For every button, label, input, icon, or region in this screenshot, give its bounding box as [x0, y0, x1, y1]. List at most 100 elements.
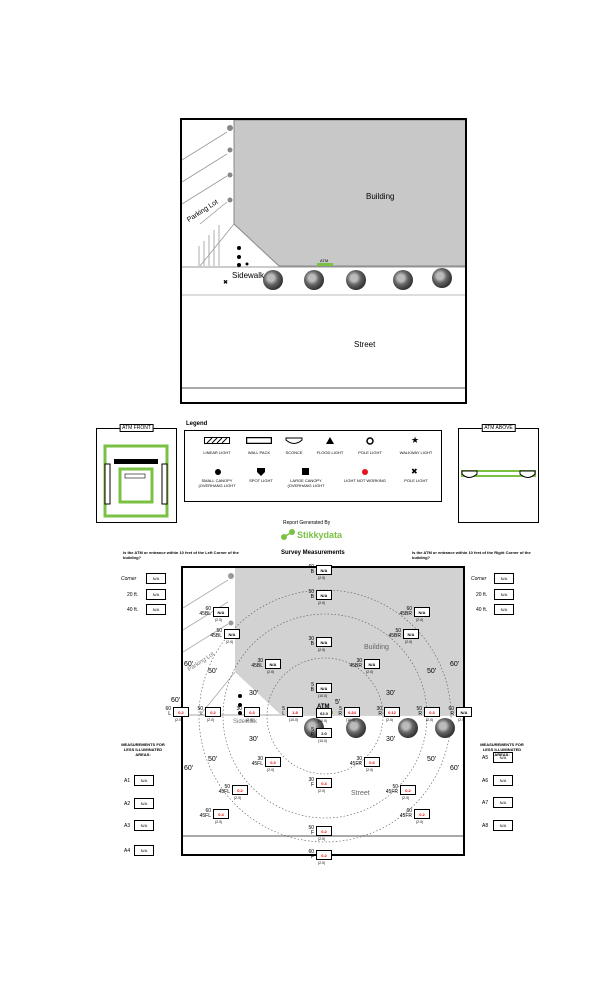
measurement-60fl: 0.4 [213, 809, 229, 819]
left-40ft-label: 40 ft. [127, 607, 139, 613]
left-less-lit-title: MEASUREMENTS FOR LESS ILLUMINATED AREAS: [121, 742, 165, 757]
measurement-50l: 0.2 [205, 707, 221, 717]
left-20ft-value: N/A [146, 589, 166, 600]
measurement-60l: 0.2 [173, 707, 189, 717]
ring-distance-label: 60' [450, 661, 460, 668]
measurement-50f: 0.2 [316, 826, 332, 836]
survey-street-label: Street [351, 790, 370, 797]
measurement-sub-30l: (2.0) [246, 718, 254, 722]
left-area-label: A3 [124, 823, 131, 829]
legend: LINEAR LIGHT WALL PACK SCONCE FLOOD LIGH… [184, 430, 442, 502]
spot-light-icon [257, 468, 265, 476]
legend-label-pole-light-x: POLE LIGHT [404, 478, 428, 483]
ring-distance-label: 30' [386, 736, 396, 743]
measurement-30l: 0.3 [244, 707, 260, 717]
survey-sidewalk-label: Sidewalk [233, 719, 258, 725]
measurement-sub-60fr: (2.0) [416, 820, 424, 824]
building-shape [233, 120, 465, 267]
right-area-value: N/A [493, 820, 513, 831]
ring-distance-label: 5' [335, 699, 341, 706]
right-area-label: A7 [482, 800, 489, 806]
legend-label-wall-pack: WALL PACK [247, 450, 271, 455]
right-area-value: N/A [493, 752, 513, 763]
measurement-30r: 0.12 [384, 707, 400, 717]
right-area-label: A8 [482, 823, 489, 829]
large-canopy-icon [302, 468, 309, 475]
measurement-60fr: 0.2 [414, 809, 430, 819]
atm-label: ATM [320, 258, 329, 263]
measurement-50br: N/A [403, 629, 419, 639]
ring-distance-label: 30' [249, 736, 259, 743]
atm-front-panel: ATM FRONT [96, 424, 177, 523]
measurement-sub-30fr: (2.0) [366, 768, 374, 772]
legend-label-walkway-light: WALKWAY LIGHT [399, 450, 433, 455]
survey-atm-label: ATM [317, 704, 330, 710]
measurement-30br: N/A [364, 659, 380, 669]
pole-light-x-icon: ✖ [223, 279, 228, 286]
measurement-5f: 2.0 [316, 728, 332, 738]
survey-title: Survey Measurements [281, 550, 345, 556]
measurement-sub-50fr: (2.0) [402, 796, 410, 800]
measurement-30bl: N/A [265, 659, 281, 669]
atm-marker [317, 263, 333, 266]
ring-distance-label: 30' [249, 690, 259, 697]
wall-pack-icon [246, 437, 272, 444]
right-corner-label: Corner [471, 576, 487, 582]
right-question: Is the ATM or entrance within 10 feet of… [412, 550, 531, 560]
measurement-sub-60bl: (2.0) [215, 618, 223, 622]
measurement-sub-60f: (2.0) [318, 861, 326, 865]
measurement-50r: 0.3 [424, 707, 440, 717]
left-area-label: A4 [124, 848, 131, 854]
measurement-50fr: 0.2 [400, 785, 416, 795]
measurement-sub-60r: (2.0) [458, 718, 466, 722]
left-area-value: N/A [134, 845, 154, 856]
sconce-icon [285, 437, 303, 444]
measurement-sub-60fl: (2.0) [215, 820, 223, 824]
right-40ft-label: 40 ft. [476, 607, 488, 613]
measurement-sub-5r: (10.0) [346, 718, 356, 722]
right-corner-value: N/A [494, 573, 514, 584]
measurement-sub-50b: (2.0) [318, 601, 326, 605]
measurement-atm: 62.0 [316, 708, 332, 718]
legend-title: Legend [186, 421, 208, 427]
pole-light-x-icon: ✖ [411, 467, 418, 476]
brand-name: Stikkydata [297, 530, 343, 540]
left-area-label: A1 [124, 778, 131, 784]
left-area-value: N/A [134, 775, 154, 786]
measurement-sub-50bl: (2.0) [226, 640, 234, 644]
small-canopy-icon [215, 469, 221, 475]
street-label: Street [354, 340, 376, 349]
left-40ft-value: N/A [146, 604, 166, 615]
legend-label-sconce: SCONCE [285, 450, 303, 455]
measurement-sub-atm: (10.0) [318, 719, 328, 723]
measurement-30f: 0.4 [316, 778, 332, 788]
ring-distance-label: 30' [386, 690, 396, 697]
measurement-sub-30f: (2.0) [318, 789, 326, 793]
measurement-30fl: 0.3 [265, 757, 281, 767]
right-20ft-value: N/A [494, 589, 514, 600]
measurement-sub-60l: (2.0) [175, 718, 183, 722]
measurement-60r: N/A [456, 707, 472, 717]
ring-distance-label: 60' [184, 661, 194, 668]
right-area-value: N/A [493, 797, 513, 808]
flood-light-icon [326, 437, 334, 444]
ring-distance-label: 60' [171, 697, 181, 704]
legend-label-large-canopy: LARGE CANOPY (OVERHANG LIGHT [287, 478, 325, 488]
left-question: Is the ATM or entrance within 10 feet of… [123, 550, 239, 560]
